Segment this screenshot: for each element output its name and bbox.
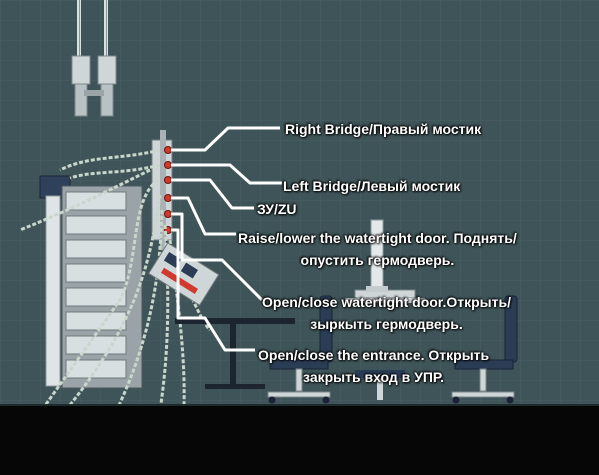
monitor-icon[interactable] (366, 219, 388, 292)
rack-unit (65, 215, 127, 235)
line-raise (171, 196, 236, 236)
cable-bundle (8, 148, 212, 461)
red-button-icon[interactable] (164, 176, 172, 184)
floor (0, 405, 599, 475)
label-open-close-entrance: Open/close the entrance. Открыть закрыть… (258, 347, 490, 385)
label-left-bridge: Left Bridge/Левый мостик (283, 178, 461, 194)
rack-unit (65, 287, 127, 307)
rack-unit (65, 263, 127, 283)
label-open-close-door: Open/close watertight door.Открыть/ зырк… (262, 294, 511, 332)
small-stool[interactable] (355, 370, 405, 400)
rack-unit (65, 311, 127, 331)
line-left-bridge (171, 163, 282, 185)
chain-icon[interactable] (77, 0, 108, 58)
label-raise-lower-door: Raise/lower the watertight door. Поднять… (238, 230, 517, 268)
label-zu: ЗУ/ZU (257, 201, 297, 217)
red-button-icon[interactable] (164, 210, 172, 218)
line-right-bridge (171, 126, 280, 152)
line-entrance (171, 228, 255, 352)
chair-icon[interactable] (267, 295, 333, 404)
clamp-icon[interactable] (71, 55, 117, 117)
server-rack-icon[interactable] (39, 175, 143, 389)
label-right-bridge: Right Bridge/Правый мостик (285, 121, 482, 137)
red-button-icon[interactable] (164, 161, 172, 169)
red-button-icon[interactable] (164, 194, 172, 202)
annotation-lines (171, 126, 282, 352)
rack-unit (65, 191, 127, 211)
line-zu (171, 178, 254, 210)
rack-unit (65, 239, 127, 259)
red-button-icon[interactable] (164, 146, 172, 154)
line-open-close (171, 212, 264, 302)
chair-icon[interactable] (451, 295, 518, 404)
rack-unit (65, 335, 127, 355)
